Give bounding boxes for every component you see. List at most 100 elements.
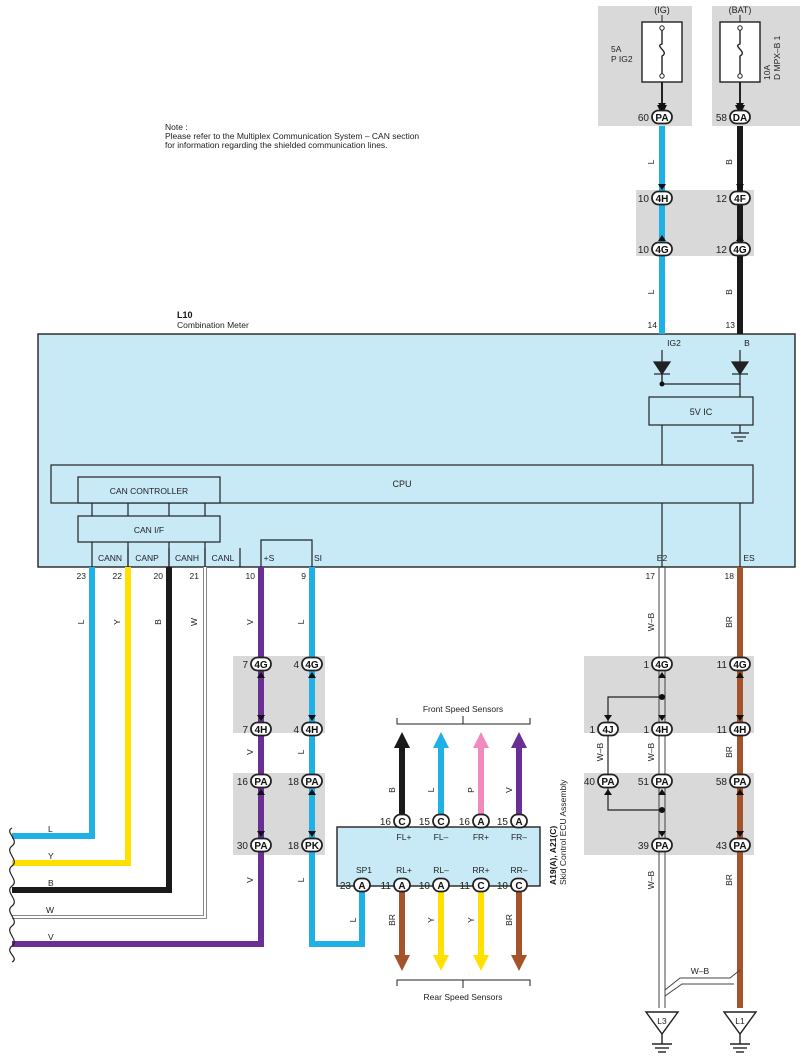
wire-color-label: L: [296, 749, 306, 754]
pin-number: 39: [638, 841, 650, 852]
regulator-block: [648, 396, 754, 426]
meter-pin-label: CANP: [135, 553, 159, 563]
connector: 4H7: [242, 715, 272, 737]
connector: C11: [460, 877, 490, 893]
ground-label: L3: [657, 1016, 667, 1026]
wire-color-label: L: [348, 917, 358, 922]
junction-dot: [659, 381, 665, 387]
connector-code: A: [515, 817, 522, 828]
connector-code: 4G: [305, 660, 319, 671]
connector-code: PA: [733, 841, 746, 852]
wire-color-label: V: [48, 932, 54, 942]
connector-code: 4F: [734, 194, 746, 205]
wire-color-label: Y: [466, 917, 476, 923]
connector-code: 4J: [602, 725, 613, 736]
ecu-pin-label: RR–: [510, 865, 527, 875]
wire-color-label: Y: [426, 917, 436, 923]
connector-code: PA: [655, 777, 668, 788]
note-heading: Note :: [165, 122, 188, 132]
pin-number: 23: [340, 881, 352, 892]
wire-color-label: L: [426, 787, 436, 792]
meter-pin-label: CANH: [175, 553, 199, 563]
wire-color-label: B: [724, 289, 734, 295]
pin-number: 21: [190, 571, 200, 581]
connector: PA 51: [638, 773, 673, 795]
wire-color-label: P: [466, 787, 476, 793]
meter-name: Combination Meter: [177, 320, 249, 330]
pin-number: 18: [288, 777, 300, 788]
wire-color-label: L: [76, 619, 86, 624]
connector: PA 58: [716, 773, 751, 795]
wire-color-label: V: [245, 749, 255, 755]
wire-color-label: B: [387, 787, 397, 793]
wire-color-label: L: [296, 619, 306, 624]
ecu-pin-label: RR+: [472, 865, 489, 875]
connector: C 15: [419, 813, 450, 829]
wire-color-label: W–B: [691, 966, 710, 976]
meter-pin-label: ES: [743, 553, 755, 563]
pin-number: 16: [380, 817, 392, 828]
ecu-id: A19(A), A21(C): [548, 826, 558, 885]
pin-number: 18: [288, 841, 300, 852]
ground-symbols: [644, 1011, 758, 1053]
can-controller-block: [77, 476, 221, 504]
connector: 4G 7: [242, 656, 272, 678]
pin-number: 10: [497, 881, 509, 892]
ecu-pin-label: FL+: [397, 832, 412, 842]
pin-number: 7: [242, 660, 248, 671]
cpu-label: CPU: [392, 479, 411, 489]
ecu-pin-label: FR–: [511, 832, 527, 842]
connector-code: PA: [254, 777, 267, 788]
pin-number: 11: [460, 881, 471, 892]
connector-code: A: [358, 881, 365, 892]
pin-number: 22: [113, 571, 123, 581]
fuse-name: P IG2: [611, 54, 633, 64]
connector: PK 18: [288, 831, 323, 853]
connector: C16: [380, 813, 411, 829]
meter-pin-label: CANN: [98, 553, 122, 563]
connector-code: 4H: [656, 725, 669, 736]
pin-number: 13: [726, 320, 736, 330]
pin-number: 51: [638, 777, 650, 788]
connector: A10: [419, 877, 450, 893]
front-sensors-label: Front Speed Sensors: [423, 704, 503, 714]
note-line: for information regarding the shielded c…: [165, 140, 388, 150]
junction-dot: [659, 694, 665, 700]
connector-code: 4G: [254, 660, 268, 671]
connector-code: 4H: [656, 194, 669, 205]
wire-color-label: BR: [504, 914, 514, 926]
connector-code: 4G: [733, 245, 747, 256]
meter-internal: [91, 350, 750, 567]
wire-color-label: V: [245, 877, 255, 883]
wire-color-label: W: [189, 618, 199, 626]
connector-code: PK: [305, 841, 320, 852]
connector: A16: [459, 813, 490, 829]
wire-color-label: V: [245, 619, 255, 625]
pin-number: 15: [419, 817, 431, 828]
fuse-ig: [641, 21, 683, 83]
pin-number: 58: [716, 777, 728, 788]
meter-pin-label: +S: [264, 553, 275, 563]
connector-code: 4H: [306, 725, 319, 736]
connector-code: 4H: [734, 725, 747, 736]
pin-number: 16: [459, 817, 471, 828]
connector: PA 43: [716, 831, 751, 853]
connector-code: C: [437, 817, 444, 828]
wire-color-label: W: [46, 905, 54, 915]
ecu-pin-label: FR+: [473, 832, 489, 842]
wire-color-label: BR: [724, 874, 734, 886]
can-if-label: CAN I/F: [134, 525, 164, 535]
pin-number: 40: [584, 777, 596, 788]
pin-number: 43: [716, 841, 728, 852]
note-line: Please refer to the Multiplex Communicat…: [165, 131, 419, 141]
connector-code: PA: [733, 777, 746, 788]
connector: A11: [381, 877, 411, 893]
